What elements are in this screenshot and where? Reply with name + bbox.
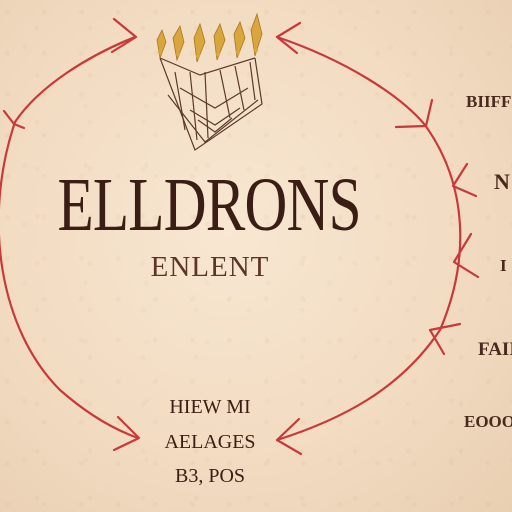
- arrowhead-bottom-right: [275, 417, 303, 456]
- right-label-4: FAII: [478, 339, 512, 360]
- arrowhead-top-right-start: [275, 21, 302, 55]
- arrowhead-top-left: [110, 17, 138, 54]
- diagram-subtitle: ENLENT: [150, 251, 270, 283]
- bottom-label-1: HIEW MI: [169, 396, 251, 418]
- arc-bottom-right: [275, 328, 442, 442]
- arrowhead-right-2: [452, 232, 480, 279]
- right-label-5: EOOO: [464, 412, 512, 431]
- arc-top-right: [275, 35, 427, 127]
- right-label-1: BIIFF: [466, 92, 512, 111]
- arc-top-left: [13, 35, 137, 124]
- bottom-label-3: B3, POS: [174, 465, 246, 487]
- right-label-3: I: [500, 256, 507, 275]
- arrowhead-right-3: [428, 322, 462, 356]
- arc-right: [423, 123, 462, 332]
- right-label-2: N: [494, 169, 510, 194]
- bottom-label-2: AELAGES: [164, 431, 256, 453]
- diagram-title: ELLDRONS: [57, 163, 361, 247]
- crown-icon: [156, 12, 263, 151]
- arrowhead-right-1: [451, 162, 478, 198]
- arc-left: [0, 120, 140, 440]
- arrowhead-bottom-left: [112, 415, 141, 452]
